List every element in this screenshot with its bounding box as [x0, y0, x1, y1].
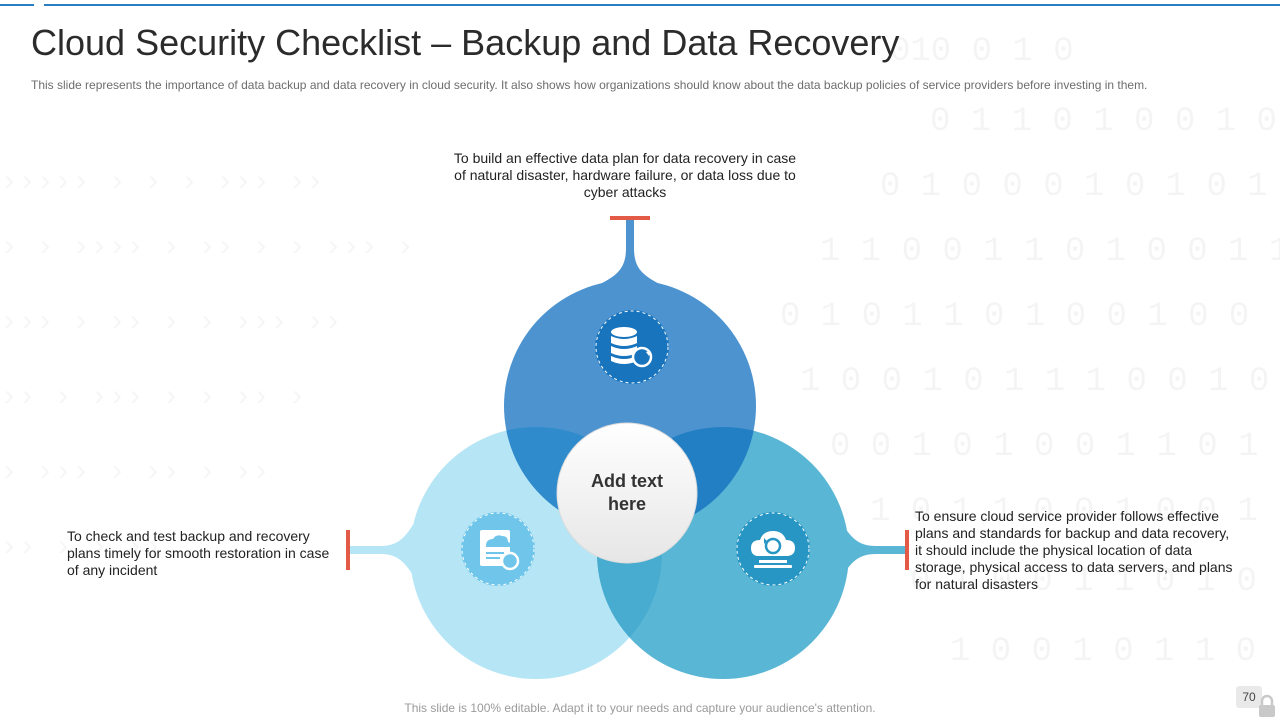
database-sync-icon	[595, 310, 669, 384]
svg-text:0 1 1 0 1 0 0 1 0 0: 0 1 1 0 1 0 0 1 0 0	[930, 103, 1280, 141]
svg-text:0 1 0 0 1 1 0 1 0: 0 1 0 0 1 1 0 1 0	[910, 563, 1257, 601]
svg-text:1 1 0 0 1 1 0 1 0 0 1 1: 1 1 0 0 1 1 0 1 0 0 1 1	[820, 233, 1280, 271]
lock-icon	[1259, 694, 1275, 717]
svg-text:0 1 0 0 0 1 0 1 0 1 1: 0 1 0 0 0 1 0 1 0 1 1	[880, 168, 1280, 206]
center-label: Add text here	[591, 471, 663, 514]
page-number: 70	[1236, 686, 1262, 708]
svg-text:1 0 0 1 0 1 1 1 0 0 1 0: 1 0 0 1 0 1 1 1 0 0 1 0	[800, 363, 1269, 401]
callout-top-text: To build an effective data plan for data…	[453, 150, 797, 200]
header-accent-bar-left	[0, 4, 34, 6]
right-marker	[905, 530, 909, 570]
right-connector	[838, 516, 906, 584]
top-marker	[610, 216, 650, 220]
cloud-laptop-refresh-icon	[736, 512, 810, 586]
page-title: Cloud Security Checklist – Backup and Da…	[31, 22, 900, 63]
callout-left-text: To check and test backup and recovery pl…	[67, 528, 330, 578]
callout-right-text: To ensure cloud service provider follows…	[915, 508, 1233, 592]
footer-note: This slide is 100% editable. Adapt it to…	[404, 701, 876, 715]
svg-text:010 0 1 0: 010 0 1 0	[890, 33, 1074, 71]
header-accent-bar	[44, 4, 1280, 6]
svg-text:0 0 1 0 1 0 0 1 1 0 1: 0 0 1 0 1 0 0 1 1 0 1	[830, 428, 1258, 466]
left-marker	[346, 530, 350, 570]
svg-text:1 0 1 1 0 0 1 0 0 1: 1 0 1 1 0 0 1 0 0 1	[870, 493, 1258, 531]
top-connector	[594, 219, 666, 287]
svg-text:1 0 0 1 0 1 1 0: 1 0 0 1 0 1 1 0	[950, 633, 1256, 671]
page-subtitle: This slide represents the importance of …	[31, 78, 1148, 92]
cloud-document-refresh-icon	[461, 512, 535, 586]
left-connector	[350, 516, 418, 584]
svg-text:0 1 0 1 1 0 1 0 0 1 0 0: 0 1 0 1 1 0 1 0 0 1 0 0	[780, 298, 1249, 336]
center-circle	[556, 422, 698, 564]
